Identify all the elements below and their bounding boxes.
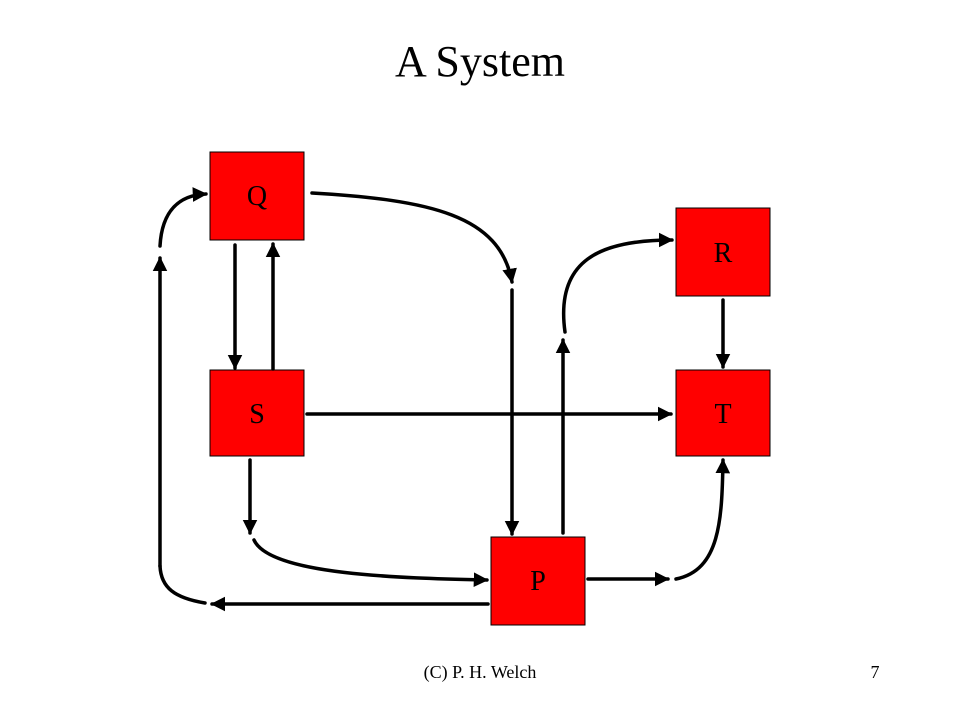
node-q-label: Q [247,181,267,212]
node-t: T [675,369,771,457]
node-s-label: S [249,399,265,430]
node-r: R [675,207,771,297]
node-q: Q [209,151,305,241]
channel-p-to-q-top [158,187,208,248]
footer-page-number: 7 [870,662,880,682]
node-t-label: T [714,399,731,430]
slide-title: A System [395,37,565,86]
channel-q-to-p-curve [310,191,517,284]
node-p: P [490,536,586,626]
footer-copyright: (C) P. H. Welch [423,662,537,682]
channel-s-to-p-curve [252,538,489,588]
node-r-label: R [714,238,733,269]
node-s: S [209,369,305,457]
channel-p-to-q-corner [158,564,207,605]
node-p-label: P [530,566,546,597]
channel-p-to-t-curve [674,458,731,581]
channel-p-to-r-curve [561,232,674,334]
